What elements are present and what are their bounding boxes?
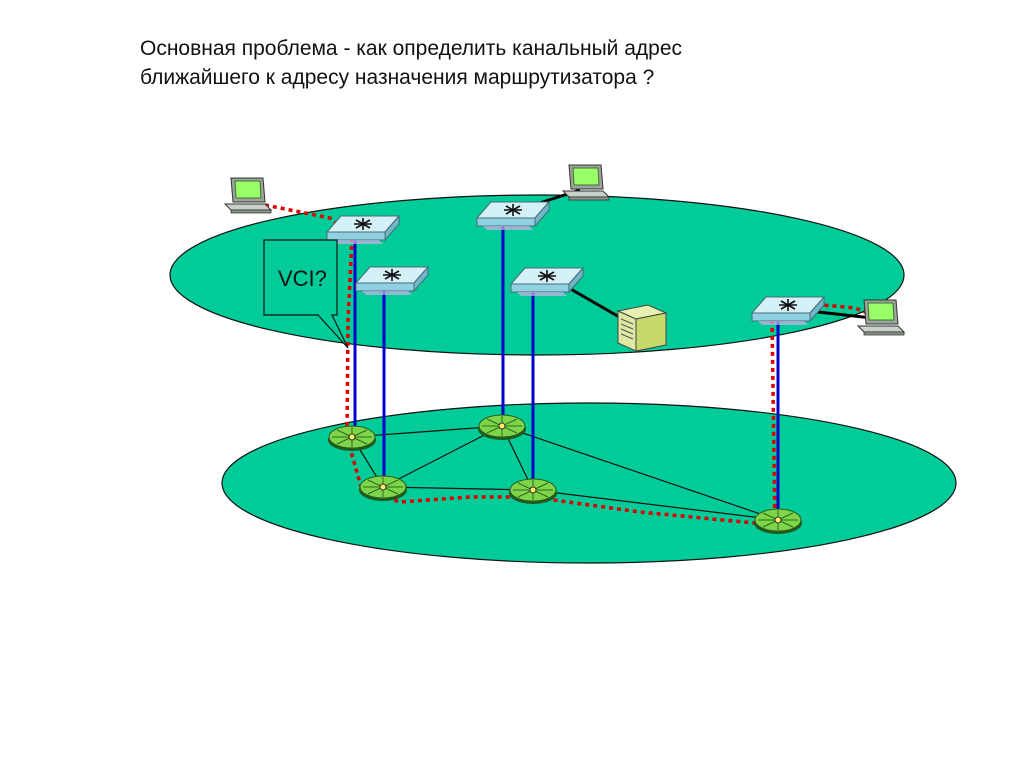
- server-icon: [617, 304, 667, 352]
- title-line-1: Основная проблема - как определить канал…: [140, 37, 683, 60]
- workstation-icon: [224, 177, 272, 214]
- title-line-2: ближайшего к адресу назначения маршрутиз…: [140, 66, 655, 89]
- atm-switch-icon: [327, 425, 377, 452]
- atm-switch-icon: [753, 508, 803, 535]
- workstation-icon: [562, 164, 610, 201]
- vci-callout: VCI?: [263, 239, 349, 349]
- lower-plane: [221, 402, 957, 564]
- atm-switch-icon: [358, 475, 408, 502]
- slide-title: Основная проблема - как определить канал…: [140, 34, 900, 92]
- atm-switch-icon: [477, 414, 527, 441]
- vci-callout-text: VCI?: [278, 266, 327, 291]
- atm-switch-icon: [508, 478, 558, 505]
- vertical-links: [353, 223, 780, 520]
